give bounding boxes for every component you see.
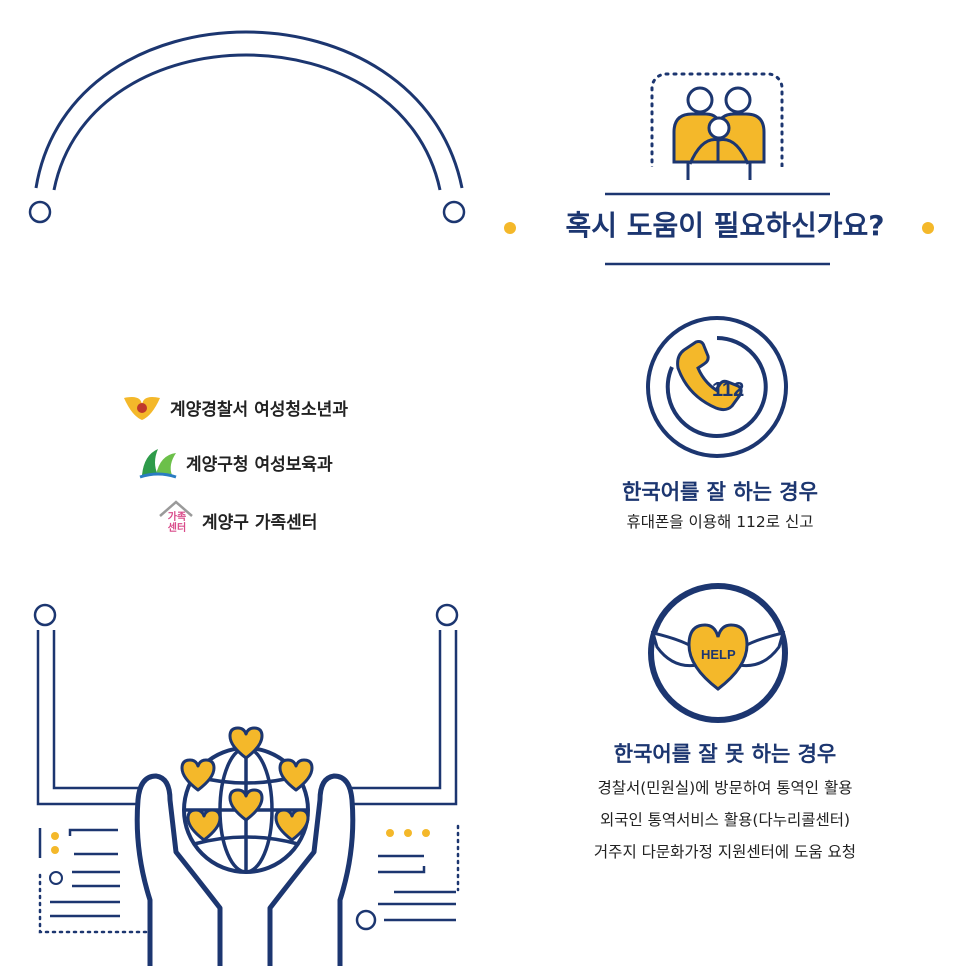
help-heading: 혹시 도움이 필요하신가요? [500,192,950,266]
case-korean-fluent-line: 휴대폰을 이용해 112로 신고 [626,513,814,531]
family-center-logo-icon [159,500,193,517]
agency-police-name: 계양경찰서 여성청소년과 [170,399,348,420]
help-badge-text: HELP [701,647,736,662]
agency-district-office: 계양구청 여성보육과 [138,445,333,479]
heading-dot-right [922,222,934,234]
agency-police: 계양경찰서 여성청소년과 [122,390,348,424]
gyeyang-district-logo-icon [139,449,177,479]
hands-globe-illustration [33,603,460,966]
help-heart-wings-icon: HELP [648,583,788,723]
agency-family-name: 계양구 가족센터 [202,512,318,533]
phone-112-badge: 112 [712,379,744,401]
case-korean-limited-line-2: 외국인 통역서비스 활용(다누리콜센터) [599,811,851,829]
page-title: 혹시 도움이 필요하신가요? [565,209,885,242]
agency-district-name: 계양구청 여성보육과 [186,454,333,475]
case-korean-limited-line-3: 거주지 다문화가정 지원센터에 도움 요청 [593,843,857,861]
heading-dot-left [504,222,516,234]
case-korean-limited-line-1: 경찰서(민원실)에 방문하여 통역인 활용 [597,779,853,797]
case-korean-fluent-title: 한국어를 잘 하는 경우 [622,480,818,504]
police-emblem-icon [124,397,160,420]
agency-family-center: 가족 센터 계양구 가족센터 [156,500,317,540]
family-center-logo-text: 가족 센터 [167,512,187,534]
case-korean-limited-title: 한국어를 잘 못 하는 경우 [613,742,837,766]
phone-112-icon: 112 [646,316,788,458]
people-support-icon [650,72,790,207]
